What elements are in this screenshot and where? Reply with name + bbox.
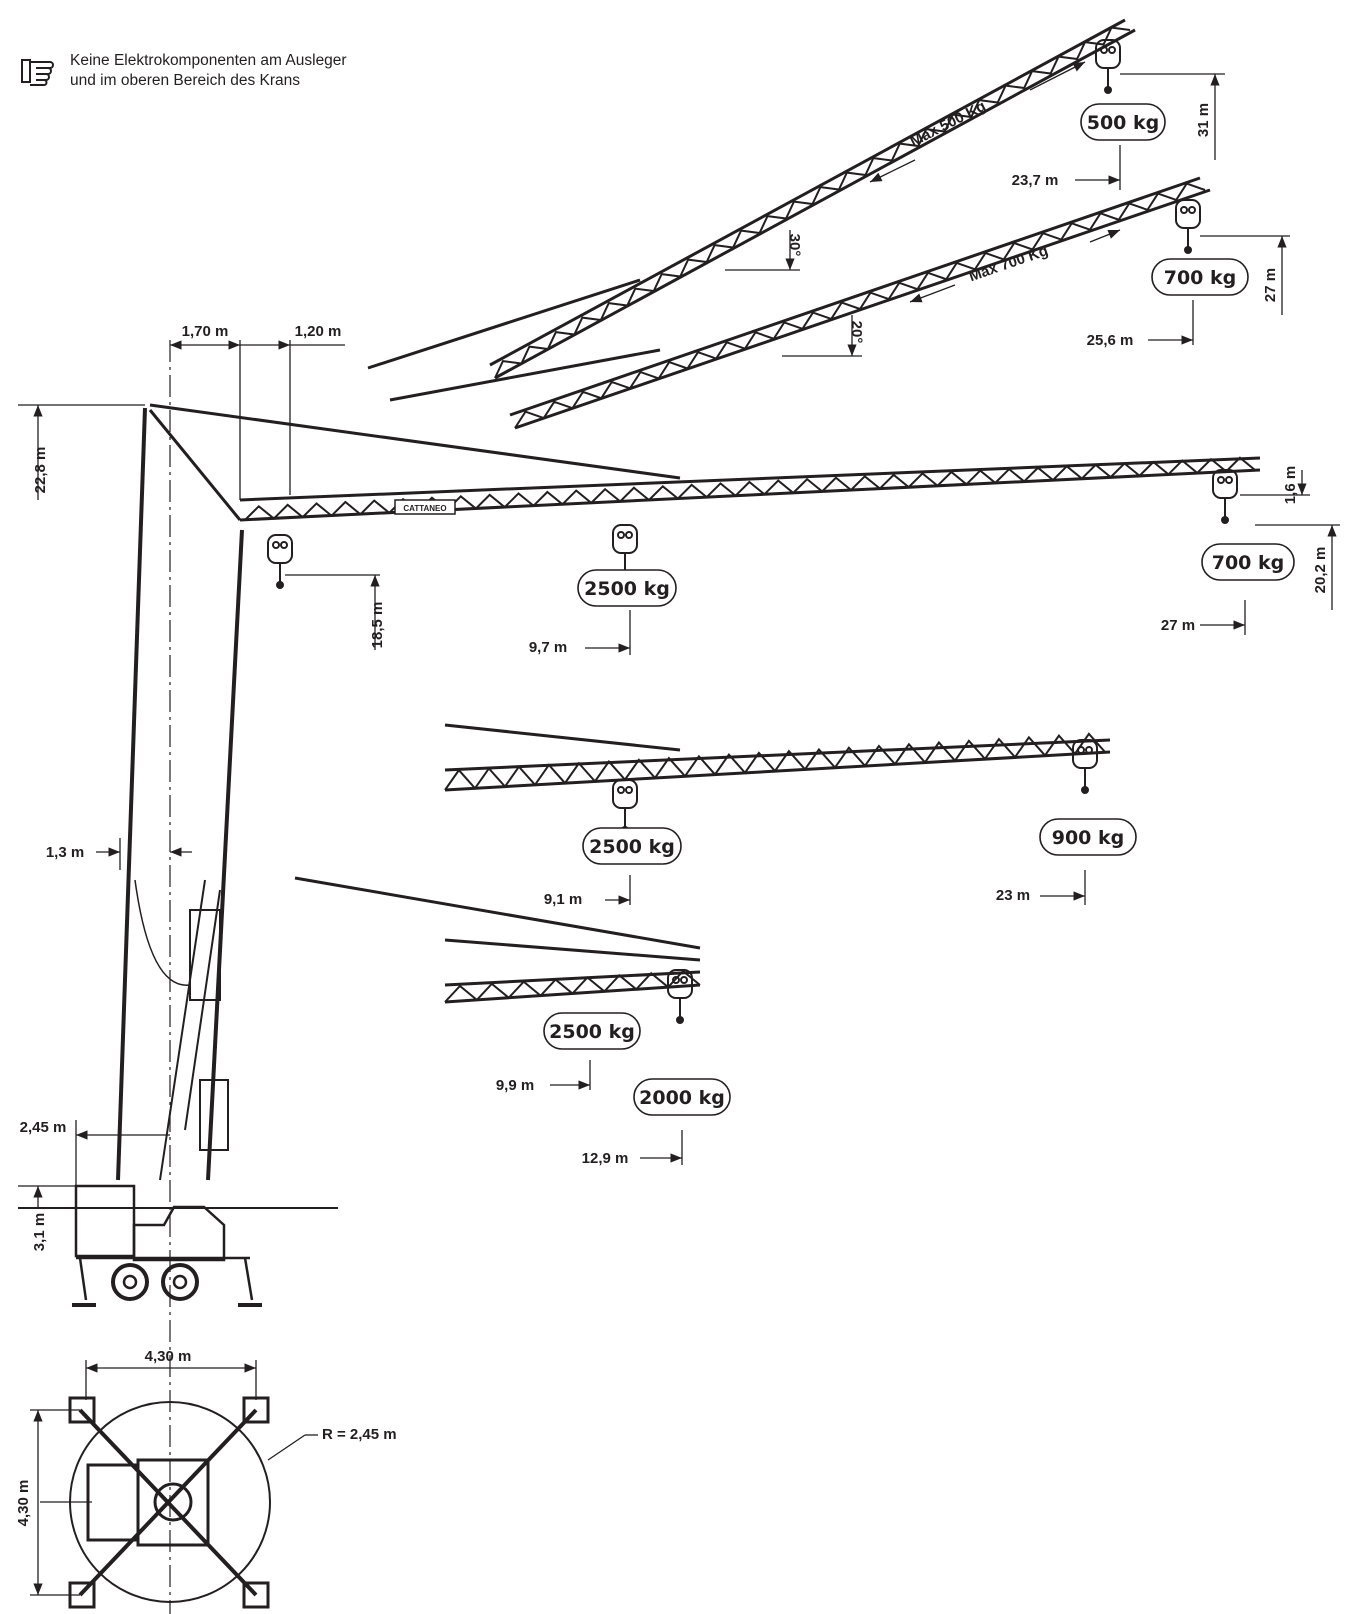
load-pill-main-tip: 700 kg: [1201, 543, 1295, 581]
hook-block: [612, 779, 638, 834]
note-line-1: Keine Elektrokomponenten am Ausleger: [70, 52, 347, 69]
load-pill-short-mid: 2500 kg: [582, 827, 682, 865]
dim-23: 23 m: [996, 887, 1030, 904]
dimension-labels: 1,70 m 1,20 m 22,8 m 18,5 m 1,6 m 20,2 m…: [15, 98, 1329, 1527]
dim-22-8: 22,8 m: [32, 447, 49, 494]
load-label: 2000 kg: [639, 1087, 725, 1109]
dim-4-30-width: 4,30 m: [145, 1348, 192, 1365]
dim-1-70: 1,70 m: [182, 323, 229, 340]
crane-chassis: [72, 1184, 262, 1307]
dim-9-9: 9,9 m: [496, 1077, 534, 1094]
load-labels: 500 kg 700 kg 2500 kg 700 kg 2500 kg 900 kg 25…: [543, 103, 1295, 1116]
load-pill-a20-tip: 700 kg: [1151, 258, 1249, 296]
dim-9-7: 9,7 m: [529, 639, 567, 656]
load-pill-main-mid: 2500 kg: [577, 569, 677, 607]
dim-1-20: 1,20 m: [295, 323, 342, 340]
load-pill-a30-tip: 500 kg: [1080, 103, 1166, 141]
dim-2-45: 2,45 m: [20, 1119, 67, 1136]
dim-radius: R = 2,45 m: [322, 1426, 397, 1443]
dim-23-7: 23,7 m: [1012, 172, 1059, 189]
dim-1-3: 1,3 m: [46, 844, 84, 861]
main-jib: [149, 403, 1261, 522]
load-pill-folded-tip: 2000 kg: [633, 1078, 731, 1116]
dim-27-height: 27 m: [1262, 268, 1279, 302]
hook-block: [1175, 199, 1201, 254]
hook-block: [1212, 469, 1238, 524]
load-pill-folded-mid: 2500 kg: [543, 1012, 641, 1050]
hook-block: [1072, 739, 1098, 794]
pointing-hand-icon: [21, 59, 54, 86]
dim-25-6: 25,6 m: [1087, 332, 1134, 349]
dim-9-1: 9,1 m: [544, 891, 582, 908]
dim-4-30-height: 4,30 m: [15, 1480, 32, 1527]
load-label: 2500 kg: [549, 1021, 635, 1043]
load-label: 500 kg: [1087, 112, 1160, 134]
hook-blocks: [267, 39, 1238, 1024]
dim-3-1: 3,1 m: [31, 1213, 48, 1251]
brand-plate: [394, 499, 456, 515]
load-label: 700 kg: [1164, 267, 1237, 289]
load-label: 2500 kg: [584, 578, 670, 600]
dim-12-9: 12,9 m: [582, 1150, 629, 1167]
crane-tower: [116, 407, 244, 1181]
jib-folded: [294, 876, 701, 1004]
angle-30: 30°: [786, 234, 803, 257]
note-line-2: und im oberen Bereich des Krans: [70, 72, 301, 89]
hook-block: [667, 969, 693, 1024]
max-label-30: Max 500 Kg: [907, 98, 988, 151]
load-label: 700 kg: [1212, 552, 1285, 574]
load-label: 900 kg: [1052, 827, 1125, 849]
jib-20deg: [389, 176, 1211, 430]
brand-label: CATTANEO: [403, 504, 446, 513]
jib-short: [444, 723, 1111, 792]
hook-block: [1095, 39, 1121, 94]
plan-view: [40, 1396, 271, 1609]
dimension-lines: [18, 61, 1340, 1596]
hook-block: [267, 534, 293, 589]
dim-1-6: 1,6 m: [1282, 466, 1299, 504]
dim-20-2: 20,2 m: [1312, 547, 1329, 594]
angle-20: 20°: [848, 321, 865, 344]
dim-18-5: 18,5 m: [369, 602, 386, 649]
jib-30deg: [367, 18, 1136, 380]
dim-31: 31 m: [1195, 103, 1212, 137]
load-pill-short-tip: 900 kg: [1039, 818, 1137, 856]
load-label: 2500 kg: [589, 836, 675, 858]
dim-27-radius: 27 m: [1161, 617, 1195, 634]
